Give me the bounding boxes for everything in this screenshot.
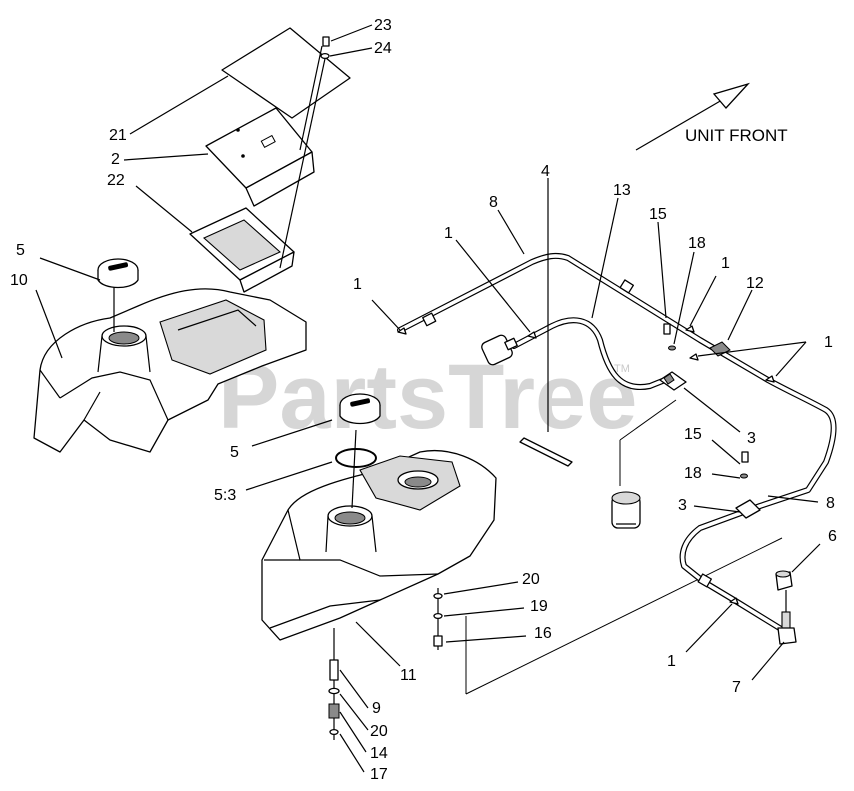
callout-19: 19 <box>530 598 548 615</box>
callout-5-left: 5 <box>16 242 25 259</box>
callout-5-center: 5 <box>230 444 239 461</box>
hardware-stack-bottom <box>328 628 340 740</box>
callout-9: 9 <box>372 700 381 717</box>
callout-5-3: 5:3 <box>214 487 236 504</box>
callout-18-lower: 18 <box>684 465 702 482</box>
callout-17: 17 <box>370 766 388 783</box>
fitting-6 <box>775 570 793 591</box>
unit-front-label: UNIT FRONT <box>685 126 788 145</box>
callout-18-upper: 18 <box>688 235 706 252</box>
callout-16: 16 <box>534 625 552 642</box>
fuel-line-assembly <box>397 178 837 695</box>
fuel-tank-center <box>261 450 497 641</box>
fuel-tank-left <box>33 286 307 453</box>
fuel-cap-center <box>339 393 381 425</box>
watermark-tm: TM <box>614 363 630 375</box>
callout-22: 22 <box>107 172 125 189</box>
cover-sheet <box>221 27 351 119</box>
callout-13: 13 <box>613 182 631 199</box>
watermark-text: PartsTree <box>218 346 637 448</box>
unit-front-arrow: UNIT FRONT <box>635 82 788 151</box>
callout-15-lower: 15 <box>684 426 702 443</box>
callout-1-c: 1 <box>721 255 730 272</box>
callout-12: 12 <box>746 275 764 292</box>
callout-numbers: 23 24 21 2 22 5 10 5 5:3 4 8 13 1 1 15 1… <box>10 17 837 783</box>
callout-1-e: 1 <box>667 653 676 670</box>
callout-11: 11 <box>400 667 417 684</box>
callout-1-b: 1 <box>353 276 362 293</box>
callout-8-lower: 8 <box>826 495 835 512</box>
callout-6: 6 <box>828 528 837 545</box>
watermark: PartsTree TM <box>218 346 637 448</box>
washer-24 <box>320 47 373 60</box>
fuel-cap-left <box>97 258 139 289</box>
callout-20-bottom: 20 <box>370 723 388 740</box>
callout-20-right: 20 <box>522 571 540 588</box>
callout-2: 2 <box>111 151 120 168</box>
elbow-fitting-7 <box>777 611 797 645</box>
callout-10: 10 <box>10 272 28 289</box>
callout-3-upper: 3 <box>747 430 756 447</box>
callout-1-d: 1 <box>824 334 833 351</box>
cap-gasket <box>335 448 377 468</box>
callout-23: 23 <box>374 17 392 34</box>
cover-panel-assembly <box>189 27 351 293</box>
callout-24: 24 <box>374 40 392 57</box>
leader-lines <box>35 75 821 773</box>
callout-21: 21 <box>109 127 127 144</box>
hardware-stack-right <box>433 588 443 650</box>
callout-1-a: 1 <box>444 225 453 242</box>
callout-8-top: 8 <box>489 194 498 211</box>
fuel-pump <box>611 491 641 529</box>
callout-7: 7 <box>732 679 741 696</box>
callout-15-upper: 15 <box>649 206 667 223</box>
fuel-filter <box>481 334 518 366</box>
screw-23 <box>322 24 373 47</box>
callout-14: 14 <box>370 745 388 762</box>
callout-4: 4 <box>541 163 550 180</box>
callout-3-lower: 3 <box>678 497 687 514</box>
